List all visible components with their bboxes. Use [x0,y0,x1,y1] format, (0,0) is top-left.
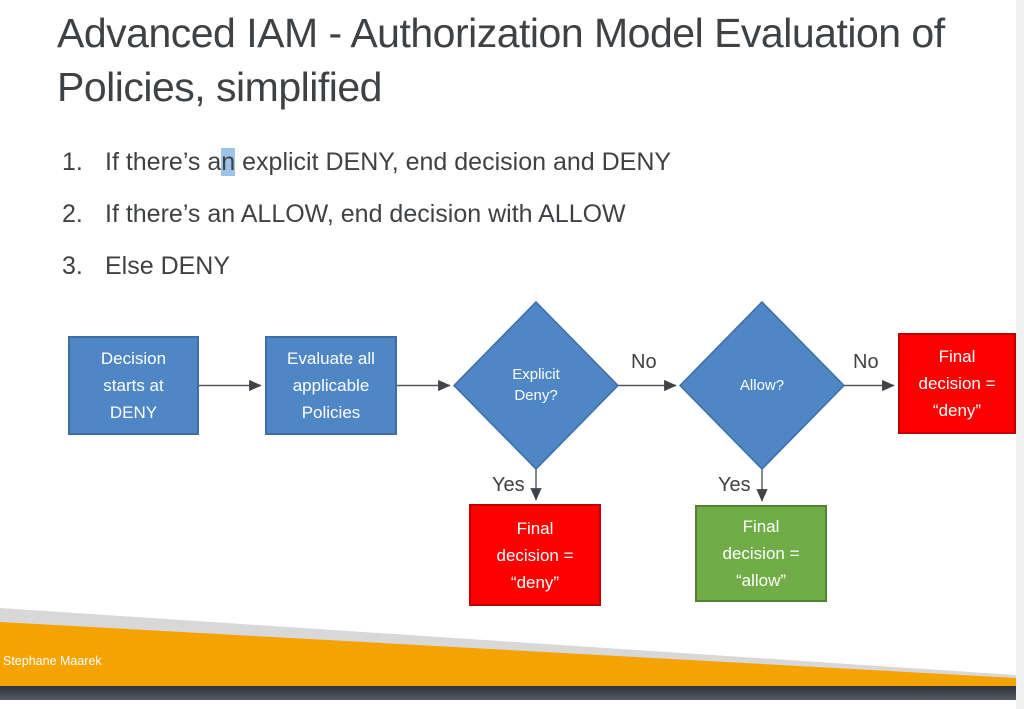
edge-label-no-1: No [631,351,657,373]
start-node: Decision starts at DENY [68,336,199,435]
evaluate-node: Evaluate all applicable Policies [265,336,397,435]
highlighted-letter: n [221,148,236,176]
list-item-2-text: If there’s an ALLOW, end decision with A… [105,200,626,228]
list-item-3: 3. Else DENY [62,250,942,282]
edge-label-no-2: No [853,351,879,373]
rules-list: 1. If there’s an explicit DENY, end deci… [62,146,942,302]
final-deny-right-node: Final decision = “deny” [898,333,1016,434]
list-item-1-text: If there’s an explicit DENY, end decisio… [105,148,672,176]
list-item-3-text: Else DENY [105,252,231,280]
explicit-deny-label: Explicit Deny? [512,366,560,404]
list-item-2-number: 2. [62,200,83,228]
viewer-right-strip [1016,0,1024,709]
list-item-1: 1. If there’s an explicit DENY, end deci… [62,146,942,178]
footer-bar [0,686,1016,700]
list-item-2: 2. If there’s an ALLOW, end decision wit… [62,198,942,230]
author-credit: Stephane Maarek [3,654,102,668]
edge-label-yes-2: Yes [718,474,751,496]
edge-label-yes-1: Yes [492,474,525,496]
list-item-3-number: 3. [62,252,83,280]
final-deny-bottom-node: Final decision = “deny” [469,504,601,606]
footer-gray-wedge [0,608,1016,686]
final-allow-bottom-node: Final decision = “allow” [695,505,827,602]
slide-title: Advanced IAM - Authorization Model Evalu… [57,10,945,110]
list-item-1-number: 1. [62,148,83,176]
allow-label: Allow? [739,376,785,394]
footer-orange-wedge [0,622,1016,686]
